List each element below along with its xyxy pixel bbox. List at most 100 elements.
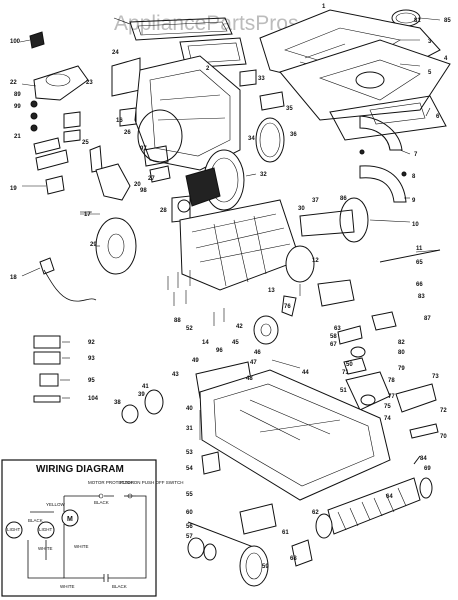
callout: 25 (82, 140, 89, 146)
part-gear-39 (144, 389, 164, 415)
callout: 47 (250, 360, 257, 366)
part-wheel-12 (285, 245, 315, 283)
callout: 9 (412, 198, 416, 204)
part-lower-plate (329, 95, 447, 141)
callout: 67 (330, 342, 337, 348)
callout: 81 (414, 18, 421, 24)
base-assembly (187, 369, 433, 587)
part-8 (89, 145, 103, 173)
callout: 61 (282, 530, 289, 536)
part-78 (345, 371, 391, 411)
svg-text:BLACK: BLACK (94, 500, 109, 505)
callout: 7 (414, 152, 418, 158)
callout: 41 (142, 384, 149, 390)
svg-text:LIGHT: LIGHT (39, 527, 53, 532)
part-rod (379, 249, 441, 263)
part-cord (43, 269, 97, 302)
part-gasket-top (129, 17, 233, 41)
part-cover-7 (359, 115, 403, 151)
callout: 50 (346, 362, 353, 368)
callout: 64 (386, 494, 393, 500)
callout: 11 (416, 246, 423, 252)
screws (167, 270, 191, 306)
callout: 29 (90, 242, 97, 248)
callout: 86 (340, 196, 347, 202)
callout: 52 (186, 326, 193, 332)
part-gear-57 (187, 537, 205, 559)
part-pedal (33, 137, 61, 155)
svg-text:YELLOW: YELLOW (46, 502, 66, 507)
callout: 32 (260, 172, 267, 178)
light-left-symbol (5, 521, 23, 539)
callout: 84 (420, 456, 427, 462)
callout: 28 (160, 208, 167, 214)
callout: 68 (290, 556, 297, 562)
callout: 54 (186, 466, 193, 472)
part-fan-housing (179, 199, 301, 291)
part-60 (239, 503, 277, 535)
callout: 92 (88, 340, 95, 346)
callout: 62 (312, 510, 319, 516)
callout: 97 (140, 146, 147, 152)
callout: 3 (428, 39, 432, 45)
callout: 44 (302, 370, 309, 376)
callout: 95 (88, 378, 95, 384)
callout: 13 (268, 288, 275, 294)
callout: 43 (172, 372, 179, 378)
part-brush-roll (327, 477, 421, 535)
part-19 (45, 175, 65, 195)
part-bracket-20 (95, 163, 131, 201)
svg-text:WHITE: WHITE (74, 544, 89, 549)
callout: 77 (388, 394, 395, 400)
callout: 98 (140, 188, 147, 194)
part-latch (63, 111, 81, 129)
callout: 80 (398, 350, 405, 356)
callout: 51 (340, 388, 347, 394)
svg-text:BLACK: BLACK (28, 518, 43, 523)
mid-lower-parts (33, 295, 439, 439)
callout: 93 (88, 356, 95, 362)
part-wheel-68 (239, 545, 269, 587)
callout: 8 (412, 174, 416, 180)
top-parts (29, 9, 451, 171)
callout: 72 (440, 408, 447, 414)
part-cord-clip (29, 31, 45, 49)
part-33 (239, 69, 257, 87)
callout: 12 (312, 258, 319, 264)
callout: 46 (254, 350, 261, 356)
part-ring-36 (255, 117, 285, 163)
part-97 (143, 145, 169, 167)
part-85 (413, 455, 421, 465)
callout: 17 (84, 212, 91, 218)
label-104 (33, 395, 61, 403)
label-92 (33, 335, 61, 349)
part-84 (371, 311, 397, 331)
callout: 33 (258, 76, 265, 82)
part-belt-56 (187, 521, 257, 549)
callout: 82 (398, 340, 405, 346)
callout: 34 (248, 136, 255, 142)
part-number-callouts: 100 81 1 2 3 4 5 6 7 8 9 10 11 12 13 14 … (10, 4, 451, 570)
callout: 21 (14, 134, 21, 140)
part-pulley-41 (253, 315, 279, 345)
callout: 27 (148, 176, 155, 182)
leader-lines (19, 17, 441, 399)
callout: 76 (284, 304, 291, 310)
callout: 88 (174, 318, 181, 324)
svg-text:BLACK: BLACK (112, 584, 127, 589)
callout: 45 (232, 340, 239, 346)
label-95 (39, 373, 59, 387)
callout: 37 (312, 198, 319, 204)
part-wheel-29 (95, 217, 137, 275)
svg-text:M: M (67, 516, 73, 523)
callout: 99 (14, 104, 21, 110)
motor-symbol (61, 509, 79, 527)
callout: 35 (286, 106, 293, 112)
callout: 55 (186, 492, 193, 498)
part-71 (409, 423, 439, 439)
label-push-switch: PUSH ON PUSH OFF SWITCH (120, 480, 184, 485)
callout: 71 (342, 370, 349, 376)
callout: 96 (216, 348, 223, 354)
label-93 (33, 351, 61, 365)
callout: 40 (186, 406, 193, 412)
